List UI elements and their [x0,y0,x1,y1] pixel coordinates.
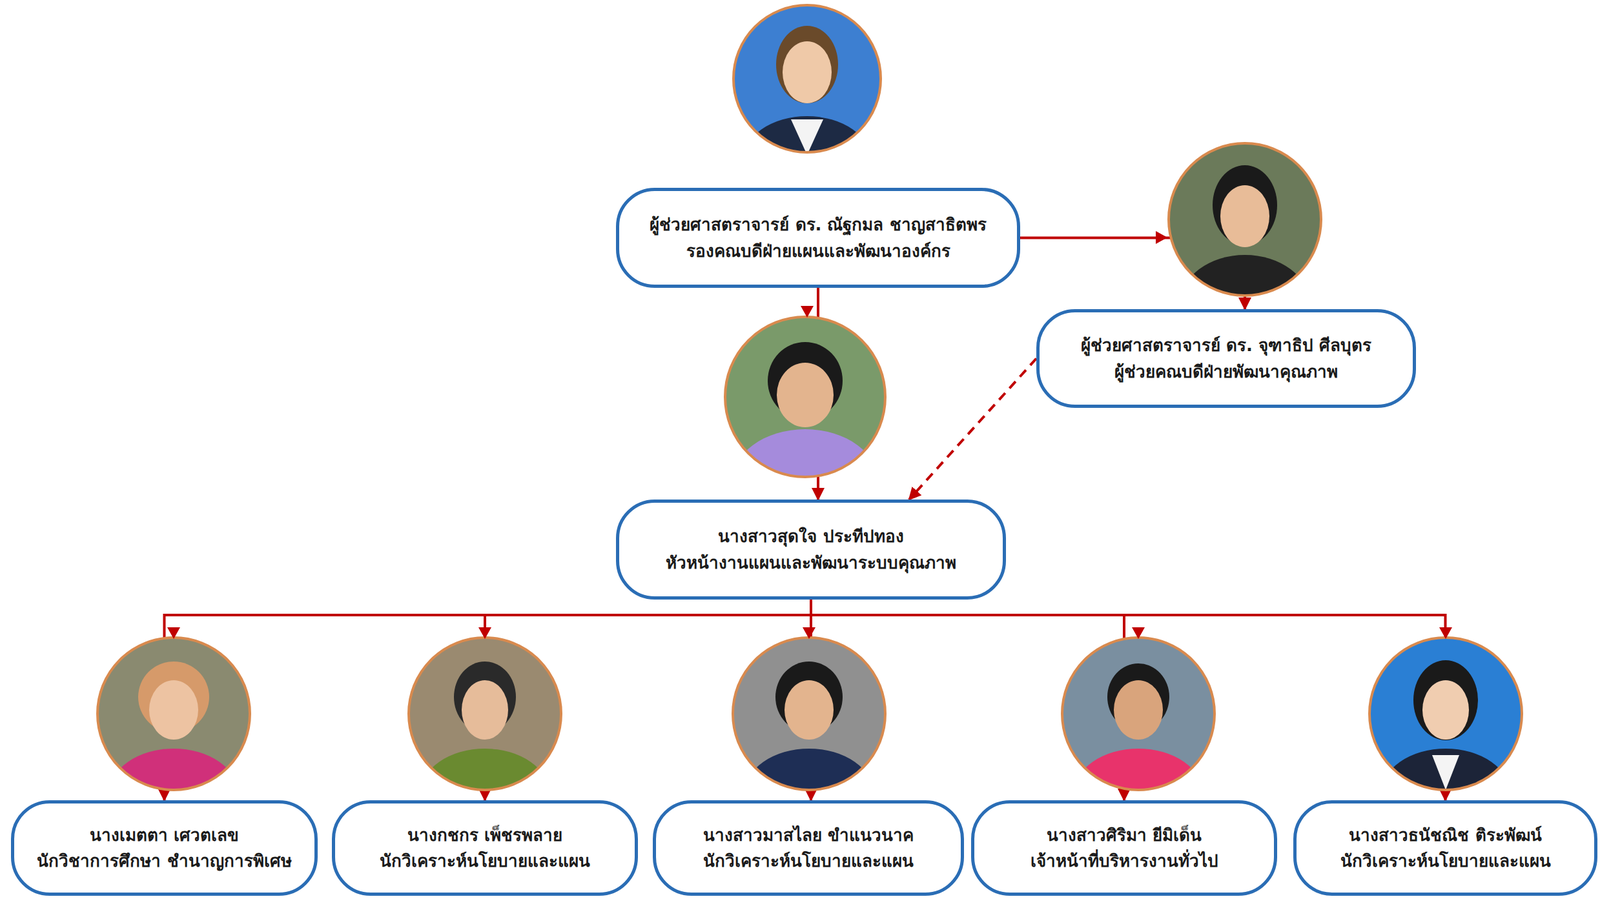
position-title: นักวิเคราะห์นโยบายและแผน [379,848,591,875]
staff-box: นางสาวศิริมา ยีมิเด็นเจ้าหน้าที่บริหารงา… [971,800,1278,897]
person-name: ผู้ช่วยศาสตราจารย์ ดร. จุฑาธิป ศีลบุตร [1080,332,1372,359]
person-name: นางกชกร เพ็ชรพลาย [407,822,563,849]
person-name: ผู้ช่วยศาสตราจารย์ ดร. ณัฐกมล ชาญสาธิตพร [649,211,986,238]
arrowhead-mark [800,306,814,318]
dashed-connector [909,358,1037,501]
position-title: เจ้าหน้าที่บริหารงานทั่วไป [1030,848,1219,875]
photo-frame [97,637,250,791]
arrowhead-mark [1439,627,1453,640]
arrowhead-mark [478,627,492,640]
position-title: ผู้ช่วยคณบดีฝ่ายพัฒนาคุณภาพ [1114,358,1338,385]
position-title: นักวิชาการศึกษา ชำนาญการพิเศษ [36,848,292,875]
position-title: รองคณบดีฝ่ายแผนและพัฒนาองค์กร [686,238,951,265]
staff-box: นางสาวธนัชณิช ติระพัฒน์นักวิเคราะห์นโยบา… [1293,800,1598,897]
person-name: นางสาวธนัชณิช ติระพัฒน์ [1348,822,1542,849]
photo-frame [1062,637,1215,791]
person-name: นางสาวมาสไลย ขำแนวนาค [703,822,914,849]
arrowhead-mark [1131,627,1145,640]
photo-frame [732,637,886,791]
deputy-dean-box: ผู้ช่วยศาสตราจารย์ ดร. ณัฐกมล ชาญสาธิตพร… [615,187,1021,288]
assistant-dean-box: ผู้ช่วยศาสตราจารย์ ดร. จุฑาธิป ศีลบุตรผู… [1036,309,1416,409]
head-box: นางสาวสุดใจ ประทีปทองหัวหน้างานแผนและพัฒ… [615,499,1006,600]
photo-frame [733,5,881,153]
staff-box: นางกชกร เพ็ชรพลายนักวิเคราะห์นโยบายและแผ… [331,800,638,897]
position-title: หัวหน้างานแผนและพัฒนาระบบคุณภาพ [665,550,957,576]
person-name: นางเมตตา เศวตเลข [89,822,239,849]
staff-box: นางสาวมาสไลย ขำแนวนาคนักวิเคราะห์นโยบายแ… [652,800,965,897]
photo-frame [1168,143,1322,296]
position-title: นักวิเคราะห์นโยบายและแผน [703,848,914,875]
staff-box: นางเมตตา เศวตเลขนักวิชาการศึกษา ชำนาญการ… [10,800,318,897]
arrowhead-mark [1155,231,1168,245]
arrowhead-mark [167,627,181,640]
arrowhead-mark [802,627,816,640]
position-title: นักวิเคราะห์นโยบายและแผน [1340,848,1551,875]
photo-frame [725,317,886,478]
portrait-photo [729,0,885,207]
person-name: นางสาวสุดใจ ประทีปทอง [717,523,904,550]
photo-frame [1369,637,1522,791]
person-name: นางสาวศิริมา ยีมิเด็น [1046,822,1202,849]
photo-frame [408,637,562,791]
